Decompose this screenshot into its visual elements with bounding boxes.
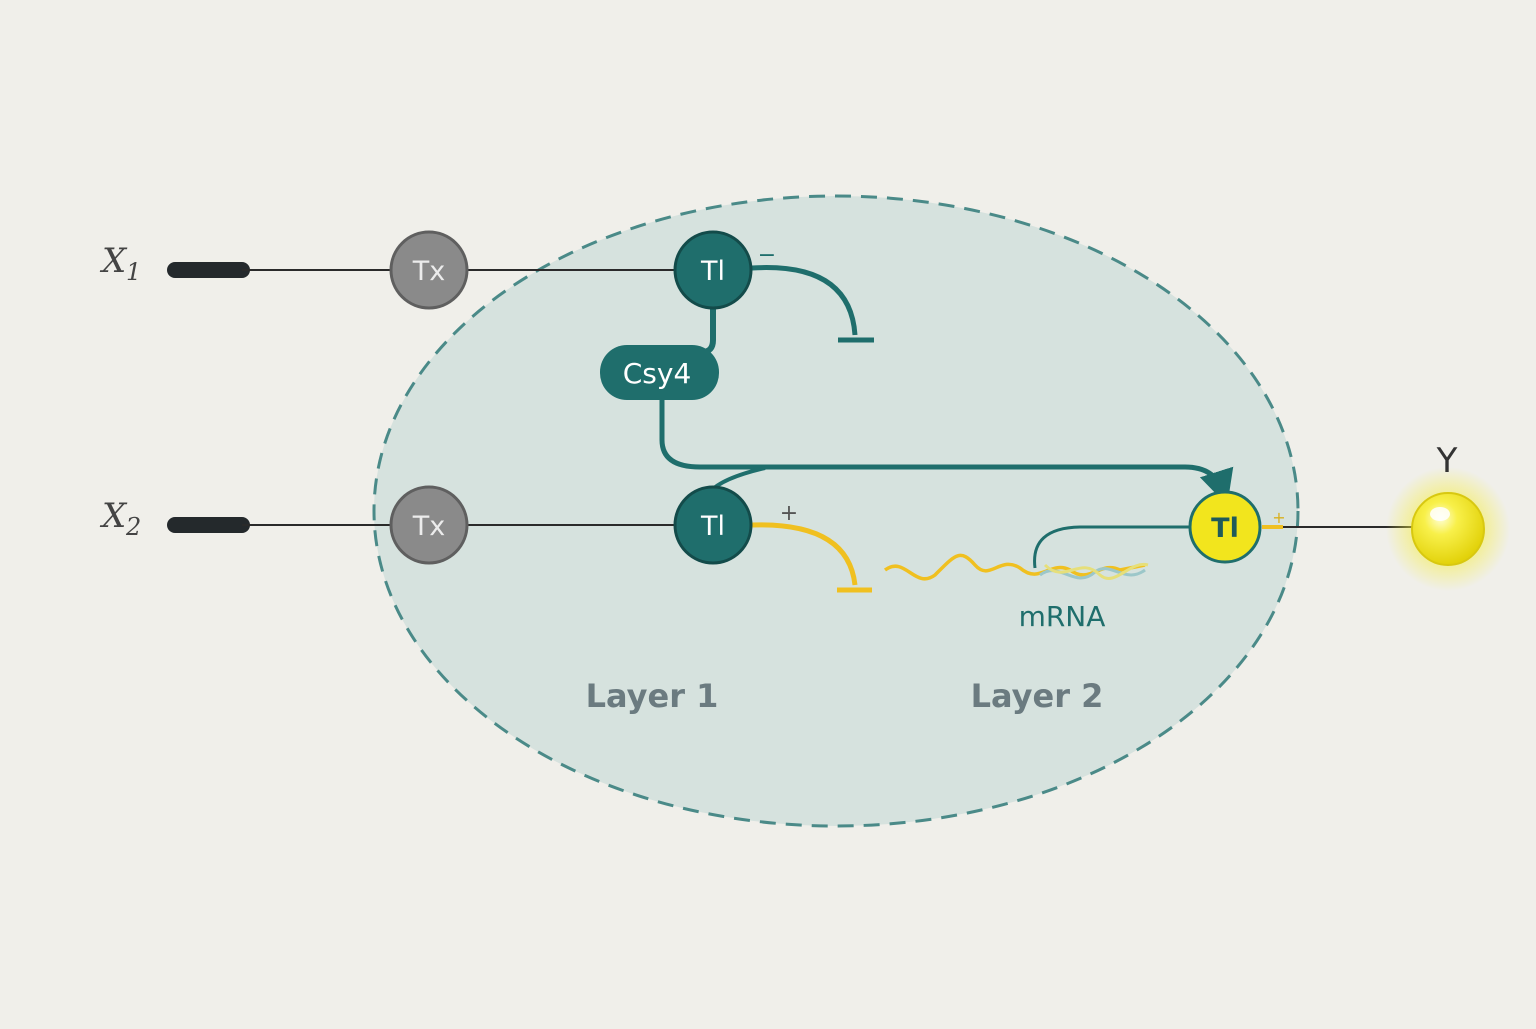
tx1-node: Tx bbox=[389, 230, 469, 310]
output-y-bulb bbox=[1411, 492, 1485, 566]
mrna-strand-light bbox=[1043, 562, 1149, 580]
tl1-label: Tl bbox=[700, 256, 725, 287]
tl2-label: Tl bbox=[700, 511, 725, 542]
mrna-loop bbox=[1033, 525, 1190, 569]
tl-out-label: Tl bbox=[1211, 513, 1239, 544]
tx2-node: Tx bbox=[389, 485, 469, 565]
svg-text:X: X bbox=[99, 496, 128, 536]
tl1-node: Tl bbox=[673, 230, 753, 310]
repression-arrow-tl1 bbox=[751, 265, 858, 336]
mrna-strand-yellow bbox=[883, 553, 1146, 581]
tl-out-sign: + bbox=[1272, 508, 1285, 527]
activation-arrow-tl2 bbox=[751, 522, 858, 586]
output-y-highlight bbox=[1430, 507, 1450, 521]
svg-text:1: 1 bbox=[126, 258, 141, 286]
csy4-to-tl-out bbox=[659, 400, 1234, 506]
input-x2-label: X 2 bbox=[99, 496, 141, 541]
tl-out-node: Tl bbox=[1188, 490, 1262, 564]
tl2-node: Tl bbox=[673, 485, 753, 565]
svg-text:X: X bbox=[99, 241, 128, 281]
output-label: Y bbox=[1436, 441, 1458, 481]
tl1-sign: − bbox=[758, 243, 776, 268]
tx1-label: Tx bbox=[412, 256, 445, 287]
cell-boundary bbox=[372, 194, 1300, 828]
tx2-label: Tx bbox=[412, 511, 445, 542]
csy4-protein: Csy4 bbox=[600, 345, 719, 400]
svg-text:2: 2 bbox=[125, 513, 141, 541]
layer1-label: Layer 1 bbox=[586, 677, 719, 715]
input-x1-label: X 1 bbox=[99, 241, 141, 286]
layer2-label: Layer 2 bbox=[971, 677, 1104, 715]
mrna-label: mRNA bbox=[1019, 600, 1106, 633]
csy4-label: Csy4 bbox=[623, 357, 692, 390]
tl2-sign: + bbox=[780, 501, 798, 526]
